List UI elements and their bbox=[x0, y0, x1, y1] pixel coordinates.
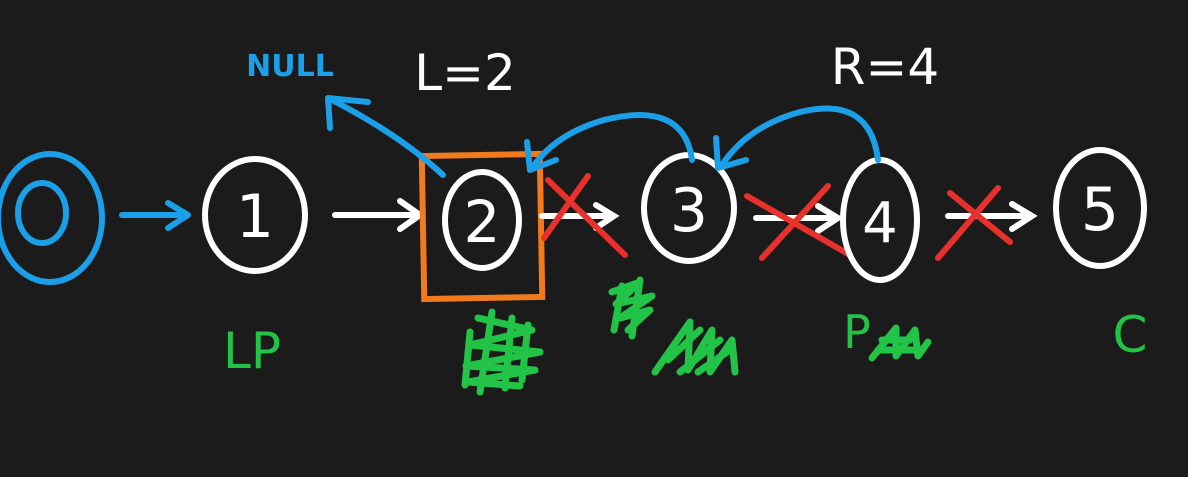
node-1-label: 1 bbox=[236, 182, 274, 252]
blue-arrow-2-to-null bbox=[325, 95, 446, 178]
green-scribble-1 bbox=[461, 308, 544, 396]
node-3: 3 bbox=[641, 152, 737, 264]
blue-arrow-4-to-3 bbox=[713, 105, 881, 171]
node-5: 5 bbox=[1053, 147, 1147, 269]
node-2-label: 2 bbox=[464, 188, 501, 256]
green-scribble-3 bbox=[651, 318, 739, 376]
arrow-0-to-1 bbox=[119, 200, 191, 231]
node-0: 0 bbox=[0, 151, 105, 285]
highlight-box bbox=[418, 150, 546, 303]
node-4: 4 bbox=[840, 157, 920, 283]
node-1: 1 bbox=[202, 156, 308, 274]
green-scribble-4 bbox=[868, 324, 932, 362]
node-4-label: 4 bbox=[862, 191, 898, 256]
crossed-arrow-2-to-3 bbox=[539, 173, 628, 258]
arrow-1-to-2 bbox=[332, 198, 423, 232]
crossed-arrow-4-to-5 bbox=[935, 185, 1038, 261]
node-5-label: 5 bbox=[1081, 175, 1119, 245]
p-label: P bbox=[843, 305, 871, 359]
lp-label: LP bbox=[223, 322, 281, 380]
node-2: 2 bbox=[442, 169, 522, 271]
green-scribble-2 bbox=[608, 276, 656, 340]
crossed-arrow-3-to-4 bbox=[744, 183, 853, 261]
left-index-label: L=2 bbox=[414, 44, 516, 102]
node-3-label: 3 bbox=[670, 176, 708, 246]
null-label: NULL bbox=[246, 49, 334, 84]
right-index-label: R=4 bbox=[831, 38, 939, 96]
blue-arrow-3-to-2 bbox=[524, 112, 695, 173]
c-label: C bbox=[1113, 306, 1148, 364]
